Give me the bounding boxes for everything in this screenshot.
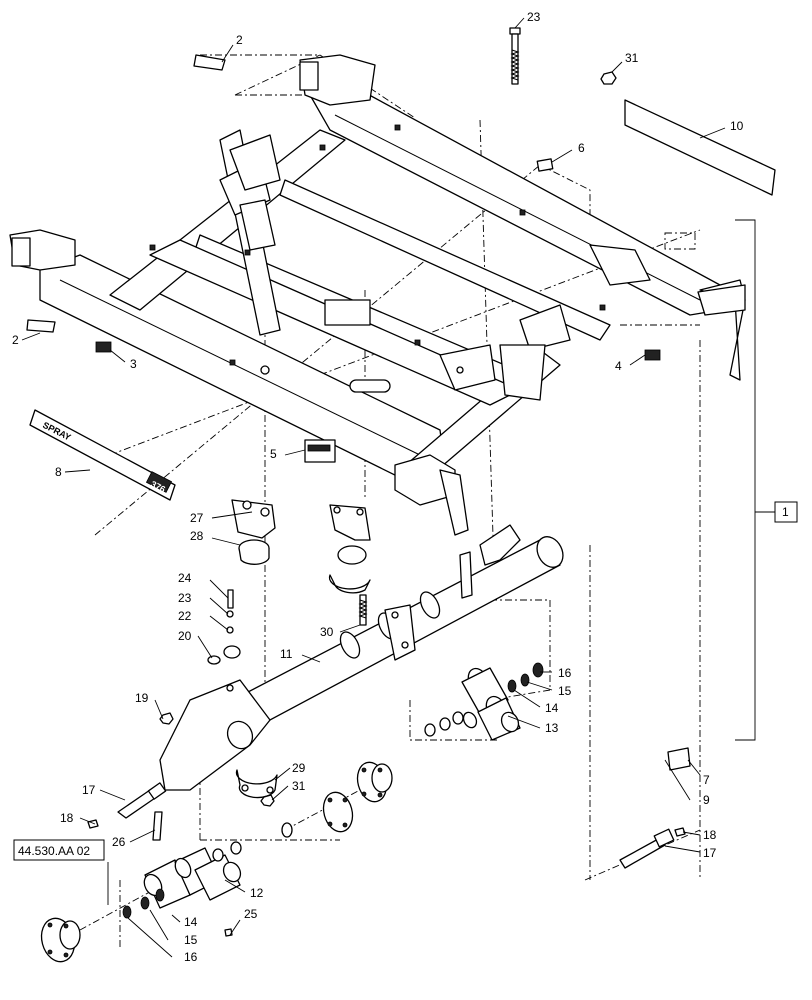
callout-22: 23 [178, 591, 192, 605]
hub-middle [322, 791, 354, 833]
callout-31-top: 31 [625, 51, 639, 65]
bolt-18-right [674, 827, 686, 837]
nut-31-lower [260, 794, 275, 807]
callout-24: 26 [112, 835, 126, 849]
callout-4: 4 [615, 359, 622, 373]
washer-right-small-2 [439, 717, 451, 731]
decal-5 [536, 158, 554, 172]
pin-17-right [619, 828, 675, 869]
callout-15-right: 15 [558, 684, 572, 698]
nut-19 [159, 712, 174, 725]
washer-22 [226, 610, 234, 618]
callout-14-right: 14 [545, 701, 559, 715]
clamp-28 [235, 769, 278, 799]
callout-28: 29 [292, 761, 306, 775]
bolt-18-left [87, 819, 99, 829]
washer-16-right [532, 662, 544, 678]
callout-5: 6 [578, 141, 585, 155]
hub-seal [281, 822, 293, 838]
callout-6: 5 [270, 447, 277, 461]
washer-15-left [140, 896, 150, 910]
callout-labels: 2 23 31 10 6 2 3 4 5 8 27 28 24 23 22 20… [12, 10, 744, 964]
washer-right-small-3 [452, 711, 464, 725]
reference-box-text: 44.530.AA 02 [18, 844, 90, 858]
washer-21 [226, 626, 234, 634]
callout-11: 11 [280, 647, 293, 661]
callout-30: 30 [320, 625, 334, 639]
decal-8: SPRAY 376 [29, 409, 176, 501]
decal-9 [624, 99, 776, 196]
callout-16-right: 16 [558, 666, 572, 680]
callout-2-top: 2 [236, 33, 243, 47]
callout-1: 1 [782, 505, 789, 519]
assembly-dashed-lines [79, 54, 701, 950]
bushing-upper [337, 545, 367, 565]
main-frame [9, 54, 746, 536]
callout-1-box: 1 [774, 501, 798, 523]
decal-2-left [26, 319, 56, 333]
callout-18-left: 18 [60, 811, 74, 825]
callout-9: 10 [730, 119, 744, 133]
decal-4 [644, 349, 661, 361]
callout-8: 8 [55, 465, 62, 479]
bolt-30 [358, 594, 368, 626]
leader-lines [21, 17, 775, 958]
callout-18-right: 18 [703, 828, 717, 842]
washer-14-left [155, 888, 165, 902]
bushing-group-left [143, 847, 242, 909]
callout-29: 23 [527, 10, 541, 24]
washer-14-right [507, 679, 517, 693]
washer-left-small-2 [230, 841, 242, 855]
bushing-group-right [461, 667, 521, 741]
clamp-26 [231, 499, 276, 539]
callout-31-lower: 31 [292, 779, 306, 793]
decal-3 [95, 341, 112, 353]
bolt-29 [509, 27, 521, 85]
callout-23: 24 [178, 571, 192, 585]
callout-17-left: 17 [82, 783, 96, 797]
washer-right-small-1 [424, 723, 436, 737]
callout-25: 25 [244, 907, 258, 921]
callout-15-left: 15 [184, 933, 198, 947]
clamp-lower [328, 574, 371, 594]
washer-16-left [122, 905, 132, 919]
callout-12: 12 [250, 886, 264, 900]
pin-24 [152, 811, 163, 841]
callout-17-right: 17 [703, 846, 717, 860]
reference-box: 44.530.AA 02 [13, 839, 105, 861]
nut-31-top [600, 71, 617, 85]
decal-2-top [193, 54, 226, 71]
callout-19: 19 [135, 691, 149, 705]
washer-left-small-1 [212, 848, 224, 862]
hub-right [356, 761, 393, 803]
decal-7 [667, 747, 691, 771]
bushing-20 [223, 645, 241, 659]
bolt-23 [227, 589, 234, 609]
callout-10: 9 [703, 793, 710, 807]
callout-16-left: 16 [184, 950, 198, 964]
axle-tube-11 [159, 524, 564, 791]
callout-3: 3 [130, 357, 137, 371]
callout-2-left: 2 [12, 333, 19, 347]
callout-7: 7 [703, 773, 710, 787]
clamp-upper [329, 504, 371, 541]
bushing-27 [238, 539, 270, 565]
washer-20 [207, 655, 221, 665]
pin-17-left [117, 782, 167, 819]
bolt-25 [224, 928, 233, 937]
callout-13: 13 [545, 721, 559, 735]
decal-6 [304, 439, 336, 463]
callout-14-left: 14 [184, 915, 198, 929]
callout-26: 27 [190, 511, 204, 525]
hub-left [40, 917, 81, 963]
callout-21: 22 [178, 609, 192, 623]
callout-20: 20 [178, 629, 192, 643]
washer-15-right [520, 673, 530, 687]
callout-27: 28 [190, 529, 204, 543]
